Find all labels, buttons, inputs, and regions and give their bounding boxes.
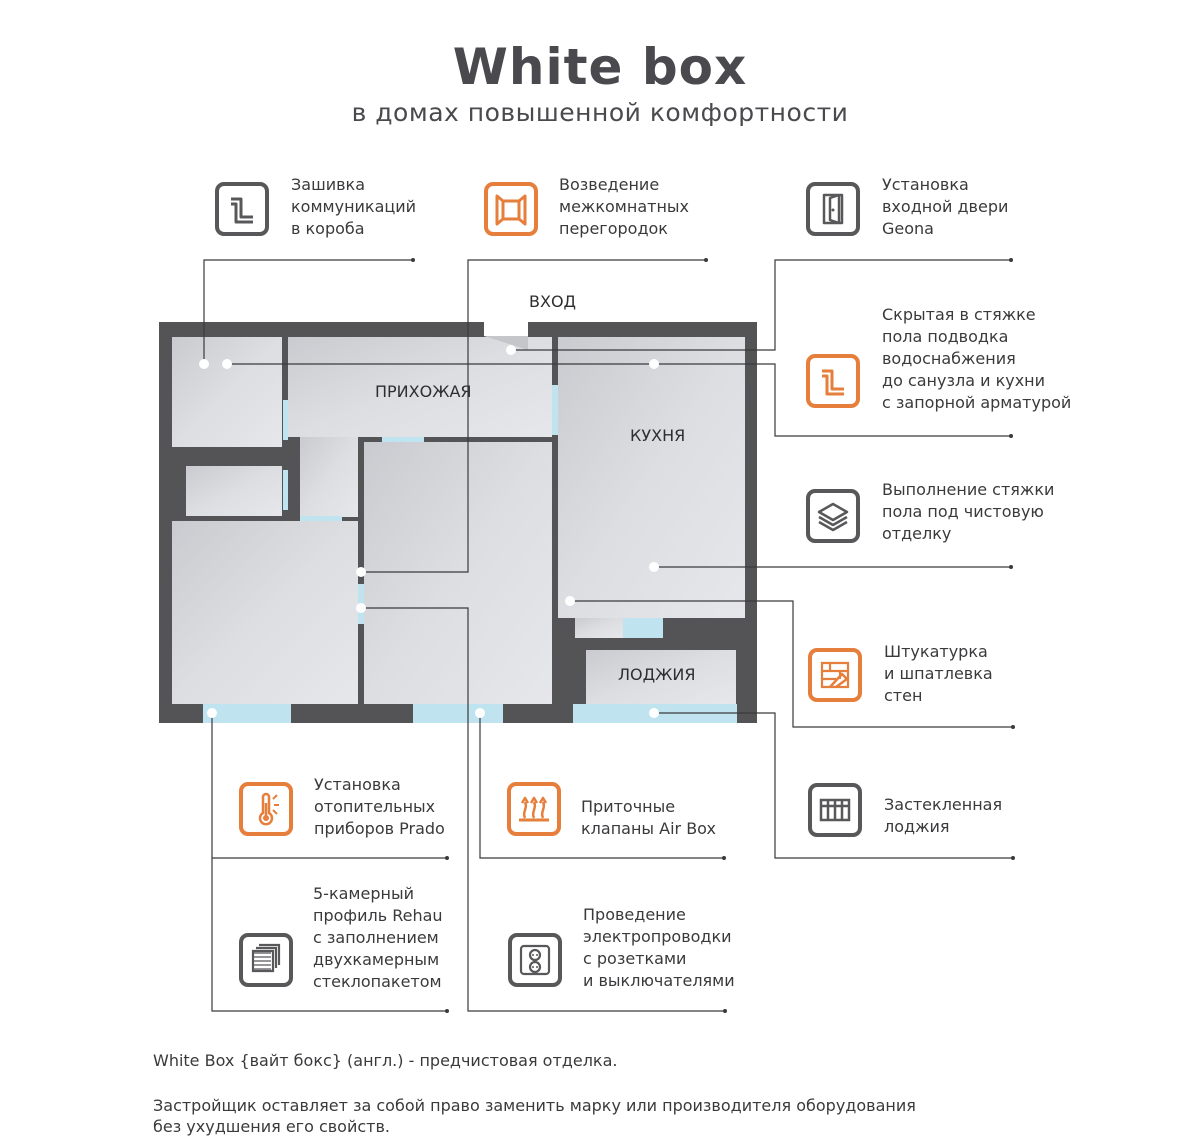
- trowel-icon: [808, 648, 862, 702]
- room-living: [364, 442, 552, 704]
- marker-screed: [649, 562, 659, 572]
- room-hallway-corridor: [300, 437, 358, 517]
- leader-plumbing: [227, 363, 1011, 437]
- leader-end-plumbing: [1009, 434, 1013, 438]
- room-label-loggia: ЛОДЖИЯ: [618, 665, 695, 684]
- note-disclaimer: Застройщик оставляет за собой право заме…: [153, 1096, 916, 1136]
- marker-glazing: [649, 708, 659, 718]
- feature-label-valves: Приточные клапаны Air Box: [581, 797, 716, 838]
- marker-plumbing: [222, 359, 232, 369]
- leader-wiring: [361, 607, 725, 1012]
- leader-end-heating: [445, 856, 449, 860]
- entrance-door-swing: [484, 336, 528, 350]
- door-icon: [806, 182, 860, 236]
- leader-plaster: [570, 600, 1013, 728]
- feature-label-plumbing: Скрытая в стяжке пола подводка водоснабж…: [882, 305, 1072, 412]
- room-label-hallway: ПРИХОЖАЯ: [375, 382, 472, 401]
- room-storage: [172, 337, 282, 447]
- thermometer-icon: [239, 782, 293, 836]
- wall-icon: [484, 182, 538, 236]
- window-kitchen: [623, 618, 663, 638]
- leader-end-wiring: [723, 1009, 727, 1013]
- kitchen-niche: [575, 618, 623, 638]
- feature-label-heating: Установка отопительных приборов Prado: [314, 775, 445, 838]
- door-hallway: [300, 516, 342, 521]
- feature-label-boxing: Зашивка коммуникаций в короба: [291, 175, 417, 238]
- window-bedroom: [203, 704, 291, 723]
- leader-end-partitions: [704, 258, 708, 262]
- leader-door: [511, 259, 1011, 351]
- marker-kitchen-water: [649, 359, 659, 369]
- page-title: White box: [452, 38, 748, 96]
- leader-end-boxing: [411, 258, 415, 262]
- marker-wiring: [356, 603, 366, 613]
- door-wc: [283, 470, 288, 510]
- leader-partitions: [361, 259, 706, 573]
- feature-label-door: Установка входной двери Geona: [882, 175, 1009, 238]
- feature-label-profile: 5-камерный профиль Rehau с заполнением д…: [313, 884, 443, 991]
- marker-door: [506, 345, 516, 355]
- leader-end-profile: [445, 1009, 449, 1013]
- room-bedroom: [172, 521, 358, 704]
- leader-end-door: [1009, 258, 1013, 262]
- room-label-entrance: ВХОД: [529, 292, 576, 311]
- leader-end-valves: [722, 856, 726, 860]
- door-storage: [283, 400, 288, 440]
- socket-icon: [508, 933, 562, 987]
- feature-label-wiring: Проведение электропроводки с розетками и…: [583, 905, 735, 990]
- door-kitchen: [552, 385, 558, 435]
- marker-boxing: [199, 359, 209, 369]
- leader-end-glazing: [1011, 856, 1015, 860]
- page-subtitle: в домах повышенной комфортности: [351, 98, 849, 127]
- entrance-gap: [484, 318, 528, 336]
- note-definition: White Box {вайт бокс} (англ.) - предчист…: [153, 1051, 618, 1070]
- pipe-icon: [806, 354, 860, 408]
- room-wc: [186, 466, 282, 516]
- marker-valves: [475, 708, 485, 718]
- layers-icon: [806, 489, 860, 543]
- room-label-kitchen: КУХНЯ: [630, 426, 685, 445]
- leader-boxing: [203, 259, 413, 364]
- marker-partitions: [356, 567, 366, 577]
- feature-label-partitions: Возведение межкомнатных перегородок: [559, 175, 689, 238]
- feature-label-glazing: Застекленная лоджия: [884, 795, 1003, 836]
- window-icon: [808, 783, 862, 837]
- leader-end-screed: [1009, 565, 1013, 569]
- leader-glazing: [654, 712, 1013, 859]
- feature-label-screed: Выполнение стяжки пола под чистовую отде…: [882, 480, 1055, 543]
- airflow-icon: [507, 782, 561, 836]
- room-loggia: [586, 650, 736, 705]
- feature-label-plaster: Штукатурка и шпатлевка стен: [884, 642, 993, 705]
- glass-layers-icon: [239, 933, 293, 987]
- marker-plaster: [565, 596, 575, 606]
- leader-end-plaster: [1011, 725, 1015, 729]
- leader-valves: [479, 713, 724, 859]
- leader-profile: [211, 713, 447, 1012]
- marker-profile: [207, 708, 217, 718]
- door-living: [382, 437, 424, 442]
- pipe-icon: [215, 182, 269, 236]
